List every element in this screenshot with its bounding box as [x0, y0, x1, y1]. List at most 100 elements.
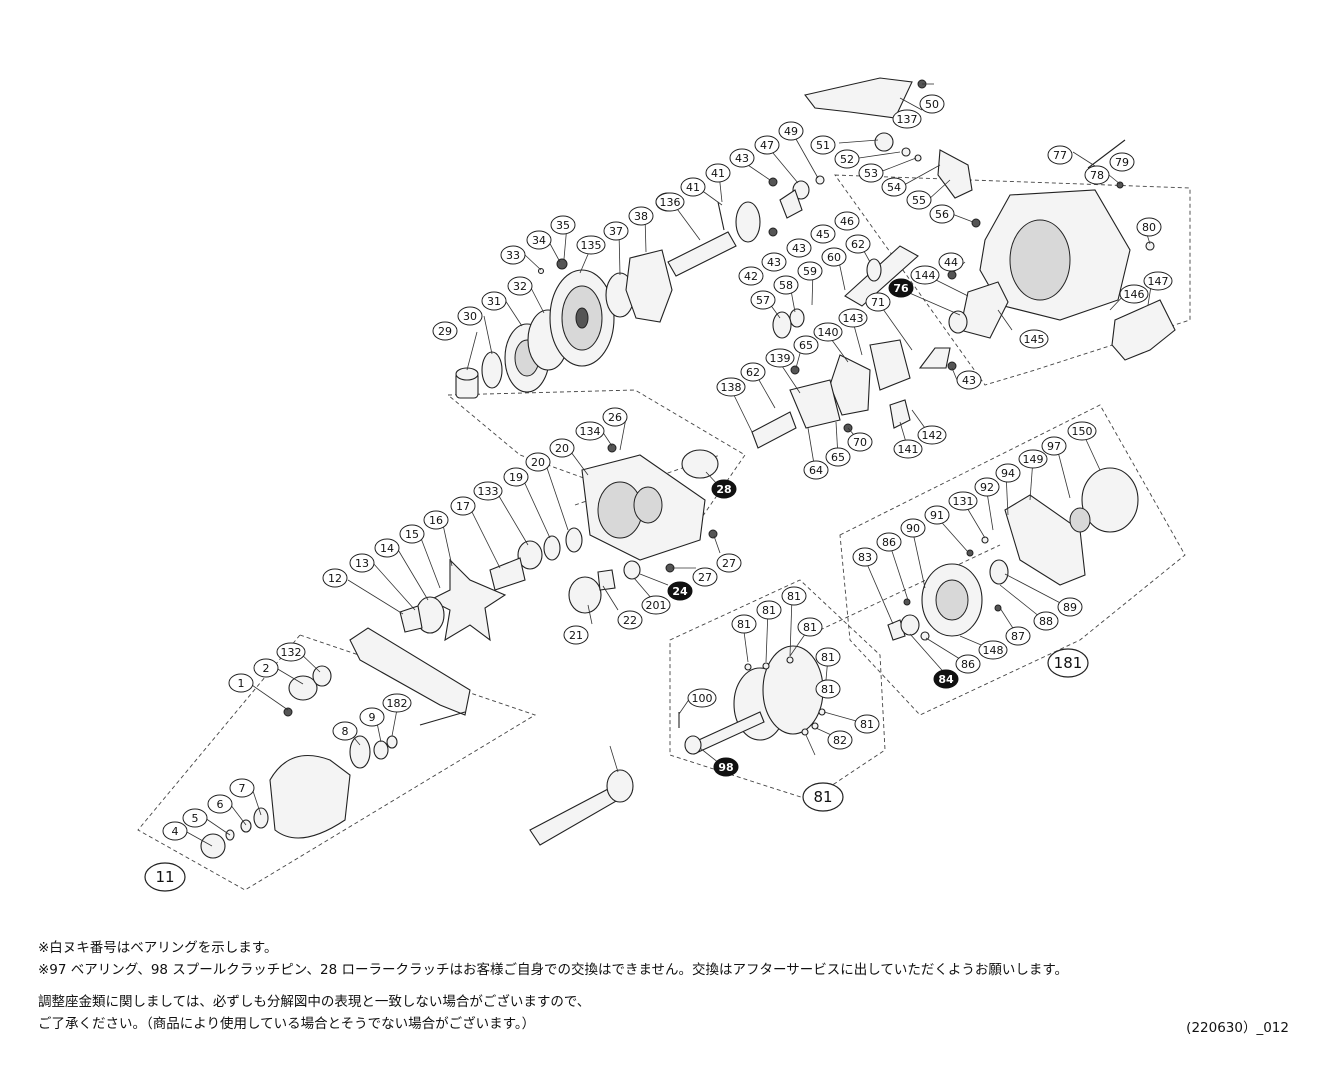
roller-clutch: [681, 449, 719, 479]
callout-part-59: 59: [797, 261, 823, 281]
callout-number: 100: [692, 692, 713, 705]
callout-number: 90: [906, 522, 920, 535]
callout-number: 50: [925, 98, 939, 111]
callout-part-46: 46: [834, 211, 860, 231]
callout-part-64: 64: [803, 460, 829, 480]
drive-shaft: [667, 231, 737, 277]
callout-number: 19: [509, 471, 523, 484]
callout-part-51: 51: [810, 135, 836, 155]
callout-part-145: 145: [1019, 329, 1049, 349]
callout-number: 77: [1053, 149, 1067, 162]
callout-number: 62: [746, 366, 760, 379]
callout-number: 56: [935, 208, 949, 221]
callout-number: 24: [672, 585, 688, 598]
callout-part-43: 43: [956, 370, 982, 390]
callout-part-50: 50: [919, 94, 945, 114]
callout-part-97: 97: [1041, 436, 1067, 456]
callout-number: 88: [1039, 615, 1053, 628]
callout-part-81: 81: [815, 679, 841, 699]
callout-number: 49: [784, 125, 798, 138]
note-shim-disclaimer-cont: ご了承ください。（商品により使用している場合とそうでない場合がございます。）: [38, 1016, 536, 1032]
callout-part-16: 16: [423, 510, 449, 530]
callout-number: 81: [737, 618, 751, 631]
callout-number: 27: [722, 557, 736, 570]
callout-part-77: 77: [1047, 145, 1073, 165]
callout-part-100: 100: [687, 688, 717, 708]
callout-part-9: 9: [359, 707, 385, 727]
callout-part-84: 84: [933, 669, 959, 689]
callout-number: 30: [463, 310, 477, 323]
spring: [489, 557, 526, 591]
callout-number: 81: [860, 718, 874, 731]
callout-number: 70: [853, 436, 867, 449]
callout-part-57: 57: [750, 290, 776, 310]
sideplate-group: [399, 443, 719, 642]
callout-number: 31: [487, 295, 501, 308]
callout-part-22: 22: [617, 610, 643, 630]
handle-arm: [349, 627, 471, 716]
callout-number: 9: [369, 711, 376, 724]
callout-number: 35: [556, 219, 570, 232]
callout-number: 139: [770, 352, 791, 365]
callout-number: 97: [1047, 440, 1061, 453]
callout-part-134: 134: [575, 421, 605, 441]
callout-part-81: 81: [802, 782, 844, 812]
callout-part-147: 147: [1143, 271, 1173, 291]
callout-part-81: 81: [815, 647, 841, 667]
callout-number: 76: [893, 282, 909, 295]
callout-part-135: 135: [576, 235, 606, 255]
callout-part-87: 87: [1005, 626, 1031, 646]
callout-part-15: 15: [399, 524, 425, 544]
callout-part-56: 56: [929, 204, 955, 224]
note-bearing-legend: ※白ヌキ番号はベアリングを示します。: [38, 940, 278, 956]
handle-knob: [269, 755, 351, 839]
callout-number: 46: [840, 215, 854, 228]
callout-number: 148: [983, 644, 1004, 657]
pinion-gear: [772, 311, 792, 339]
ratchet-plate: [625, 249, 673, 323]
callout-number: 86: [961, 658, 975, 671]
diagram-code: (220630）_012: [1186, 1020, 1289, 1036]
callout-number: 149: [1023, 453, 1044, 466]
callout-number: 80: [1142, 221, 1156, 234]
callout-number: 138: [721, 381, 742, 394]
pinion-shaft: [844, 245, 919, 307]
callout-number: 87: [1011, 630, 1025, 643]
callout-part-43: 43: [786, 238, 812, 258]
callout-number: 21: [569, 629, 583, 642]
callout-number: 41: [711, 167, 725, 180]
callout-number: 81: [813, 788, 832, 806]
callout-number: 43: [735, 152, 749, 165]
callout-number: 27: [698, 571, 712, 584]
callout-part-52: 52: [834, 149, 860, 169]
note-shim-disclaimer: 調整座金類に関しましては、必ずしも分解図中の表現と一致しない場合がございますので…: [38, 994, 591, 1010]
callout-number: 15: [405, 528, 419, 541]
callout-number: 146: [1124, 288, 1145, 301]
callout-part-137: 137: [892, 109, 922, 129]
callout-part-65: 65: [825, 447, 851, 467]
callout-number: 91: [930, 509, 944, 522]
spool-group: [678, 645, 830, 755]
callout-number: 1: [238, 677, 245, 690]
callout-part-43: 43: [761, 252, 787, 272]
callout-part-24: 24: [667, 581, 693, 601]
callout-part-81: 81: [731, 614, 757, 634]
callout-part-70: 70: [847, 432, 873, 452]
callout-number: 143: [843, 312, 864, 325]
callout-part-7: 7: [229, 778, 255, 798]
callout-part-81: 81: [781, 586, 807, 606]
callout-number: 81: [821, 683, 835, 696]
callout-part-143: 143: [838, 308, 868, 328]
exploded-parts-diagram: 1245678911121314151617192020212224262727…: [137, 77, 1191, 892]
callout-part-139: 139: [765, 348, 795, 368]
callout-number: 133: [478, 485, 499, 498]
callout-part-35: 35: [550, 215, 576, 235]
callout-part-80: 80: [1136, 217, 1162, 237]
callout-number: 84: [938, 673, 954, 686]
callout-part-131: 131: [948, 491, 978, 511]
callout-part-45: 45: [810, 224, 836, 244]
callout-part-90: 90: [900, 518, 926, 538]
star-drag: [428, 558, 507, 642]
callout-number: 22: [623, 614, 637, 627]
callout-part-42: 42: [738, 266, 764, 286]
